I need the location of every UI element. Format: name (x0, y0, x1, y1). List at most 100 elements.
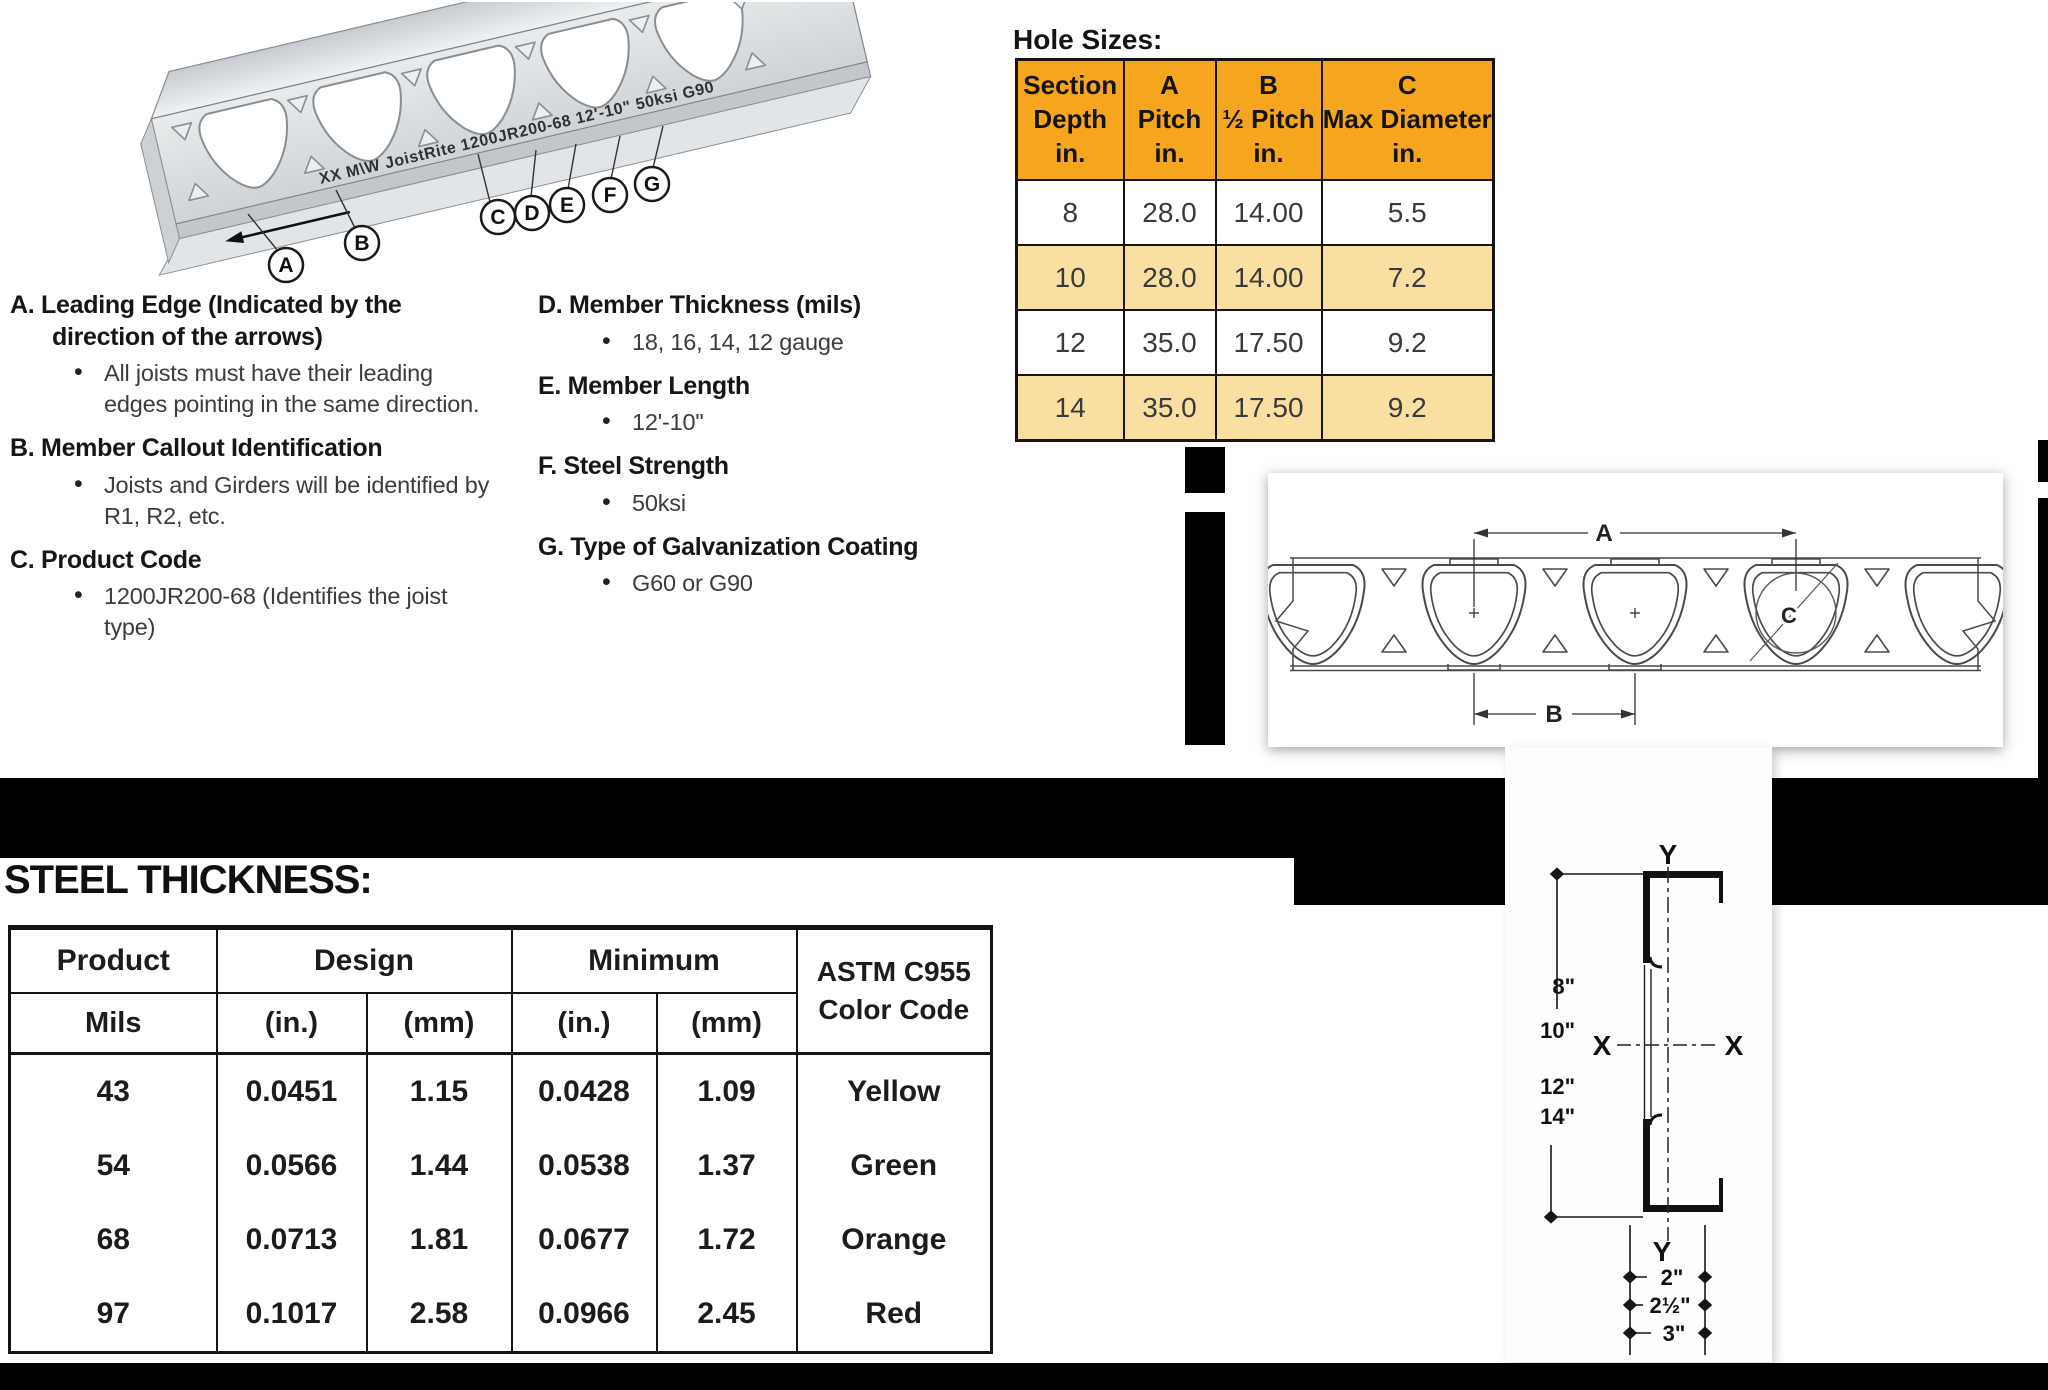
header-design: Design (215, 927, 513, 994)
joist-end-cap (140, 117, 180, 265)
cross-section-diagram: Y X X (1540, 839, 1747, 1355)
legend-heading-a: A. Leading Edge (Indicated by the direct… (10, 291, 402, 351)
bullet-icon: • (602, 568, 611, 597)
header-product: Product (8, 927, 218, 994)
header-astm-color-code: ASTM C955 Color Code (795, 927, 993, 1055)
dim-label-b: B (1545, 701, 1562, 728)
callout-c: C (490, 206, 505, 229)
legend-heading-b: B. Member Callout Identification (10, 434, 383, 463)
legend-heading-e: E. Member Length (538, 371, 750, 400)
width-labels: 2" 2½" 3" (1649, 1265, 1690, 1346)
bullet-icon: • (602, 326, 611, 355)
legend-bullet-g: G60 or G90 (632, 570, 753, 597)
legend-bullet-e: 12'-10" (632, 409, 704, 436)
width-2-5: 2½" (1649, 1293, 1690, 1318)
bullet-icon: • (74, 581, 83, 610)
callout-a: A (278, 254, 293, 277)
callout-circles: A B C D E F G (267, 165, 671, 284)
bullet-icon: • (74, 469, 83, 498)
joist-body: XX M\W JoistRite 1200JR200-68 12'-10" 50… (140, 2, 872, 276)
bullet-icon: • (74, 358, 83, 386)
callout-leader-lines (247, 125, 664, 252)
legend-bullet-b: Joists and Girders will be identified by… (104, 471, 490, 529)
legend-right-column: D. Member Thickness (mils) • 18, 16, 14,… (538, 290, 1006, 599)
dimension-c: C (1749, 562, 1839, 662)
color-code-cell: Green (795, 1129, 993, 1203)
color-code-cell: Yellow (795, 1053, 993, 1129)
break-line-left (1274, 558, 1310, 670)
header-minimum: Minimum (510, 927, 798, 994)
legend-bullet-c: 1200JR200-68 (Identifies the joist type) (104, 583, 448, 641)
web-thin-lines (1643, 965, 1652, 1121)
joist-illustration: XX M\W JoistRite 1200JR200-68 12'-10" 50… (140, 2, 872, 284)
header-design-mm: (mm) (365, 993, 513, 1055)
steel-thickness-title: STEEL THICKNESS: (4, 858, 373, 902)
legend-bullet-a: All joists must have their leading edges… (104, 360, 480, 418)
group-header-row: Product Design Minimum ASTM C955 Color C… (8, 927, 993, 1055)
dimension-b (1473, 673, 1636, 725)
legend-left-column: A. Leading Edge (Indicated by the direct… (10, 290, 502, 643)
scan-artifact-bar (1185, 447, 1225, 493)
legend-bullet-f: 50ksi (632, 489, 686, 516)
steel-thickness-table: Product Design Minimum ASTM C955 Color C… (8, 925, 994, 1354)
axis-label-x-right: X (1725, 1030, 1744, 1061)
color-code-cell: Red (795, 1277, 993, 1353)
sub-header-row: Mils (in.) (mm) (in.) (mm) (8, 993, 992, 1055)
black-footer-band (0, 1363, 2048, 1390)
hole-pattern-diagram: A B C (1260, 520, 2010, 728)
legend-bullet-d: 18, 16, 14, 12 gauge (632, 328, 844, 355)
header-mils: Mils (8, 993, 218, 1055)
callout-f: F (604, 184, 617, 207)
header-design-in: (in.) (215, 993, 368, 1055)
color-code-cell: Orange (795, 1203, 993, 1277)
width-dimensions (1623, 1225, 1712, 1355)
width-2: 2" (1661, 1265, 1684, 1290)
axis-label-y-bottom: Y (1653, 1236, 1672, 1267)
center-marks (1469, 608, 1640, 618)
axis-label-y-top: Y (1659, 839, 1678, 870)
hole-sizes-title: Hole Sizes: (1013, 24, 1163, 55)
section-profile (1643, 871, 1723, 1212)
depth-12: 12" (1540, 1074, 1575, 1099)
callout-e: E (560, 194, 574, 217)
dim-label-c: C (1781, 603, 1797, 628)
callout-g: G (644, 173, 660, 196)
bullet-icon: • (602, 487, 611, 516)
depth-labels: 8" 10" 12" 14" (1540, 974, 1575, 1129)
legend-heading-f: F. Steel Strength (538, 452, 729, 481)
axis-label-x-left: X (1593, 1030, 1612, 1061)
scan-artifact-bar (1185, 512, 1225, 745)
cross-section-diagram-card: Y X X (1505, 747, 1772, 1362)
depth-8: 8" (1552, 974, 1575, 999)
callout-b: B (354, 232, 369, 255)
dimension-a (1473, 528, 1797, 607)
header-min-mm: (mm) (655, 993, 798, 1055)
callout-d: D (524, 202, 539, 225)
scan-artifact-strip (2038, 498, 2048, 778)
bullet-icon: • (602, 407, 611, 436)
depth-dimension (1544, 867, 1643, 1224)
hole-pattern-diagram-card: A B C (1260, 473, 2010, 747)
dim-label-a: A (1595, 520, 1612, 547)
leading-edge-arrow (225, 210, 351, 243)
legend-heading-g: G. Type of Galvanization Coating (538, 532, 919, 561)
break-line-right (1961, 558, 1997, 670)
legend-heading-c: C. Product Code (10, 545, 202, 574)
scan-artifact-strip (2038, 440, 2048, 482)
width-3: 3" (1663, 1321, 1686, 1346)
